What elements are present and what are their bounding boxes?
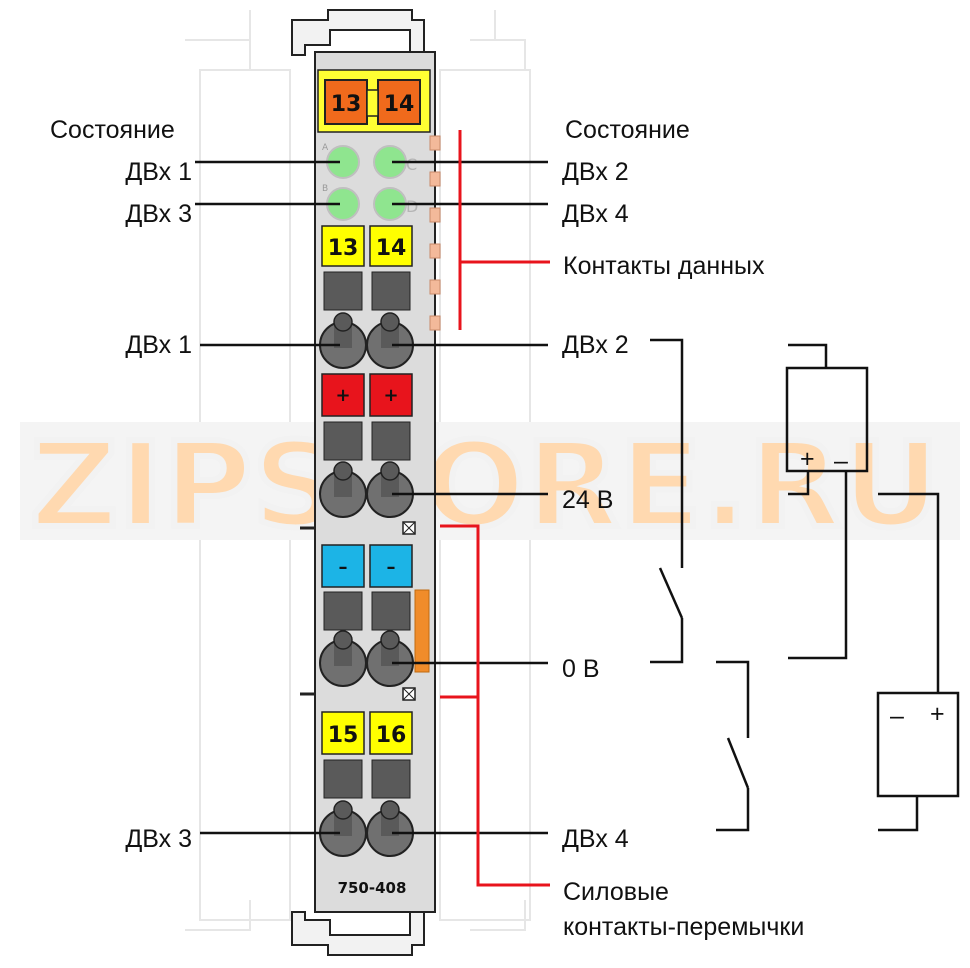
label-din2-led: ДВх 2 <box>562 158 629 186</box>
label-din1-led: ДВх 1 <box>125 158 192 186</box>
label-din2: ДВх 2 <box>562 331 629 359</box>
top-marker-14-label: 14 <box>384 92 415 117</box>
sensor-plus: + <box>800 445 815 473</box>
label-din3: ДВх 3 <box>125 825 192 853</box>
release-button-6[interactable] <box>371 591 411 631</box>
marker-plus-1-label: + <box>335 385 350 406</box>
label-status-right: Состояние <box>565 116 690 144</box>
release-button-4[interactable] <box>371 421 411 461</box>
marker-plus-2-label: + <box>383 385 398 406</box>
labels: Состояние ДВх 1 ДВх 3 Состояние ДВх 2 ДВ… <box>50 116 804 941</box>
marker-13-label: 13 <box>328 236 359 261</box>
label-din1: ДВх 1 <box>125 331 192 359</box>
led-letter-c: C <box>406 155 417 174</box>
label-din4-led: ДВх 4 <box>562 200 629 228</box>
led-letter-d: D <box>406 197 418 216</box>
label-power-line1: Силовые <box>563 878 669 906</box>
release-button-2[interactable] <box>371 271 411 311</box>
release-button-5[interactable] <box>323 591 363 631</box>
watermark-text: ZIPSTORE.RU <box>30 416 940 554</box>
supply-plus: + <box>930 700 945 728</box>
label-power-line2: контакты-перемычки <box>563 913 804 941</box>
marker-minus-2-label: – <box>387 557 396 578</box>
top-clip <box>291 9 425 56</box>
top-marker-13 <box>324 79 368 125</box>
bottom-clip <box>291 911 425 956</box>
marker-minus-2 <box>369 544 413 588</box>
release-button-8[interactable] <box>371 759 411 799</box>
sensor-box <box>785 366 869 473</box>
marker-plus-2 <box>369 373 413 417</box>
data-contact-pads <box>429 135 441 331</box>
marker-16-label: 16 <box>376 723 407 748</box>
red-brackets <box>440 130 550 887</box>
marker-16 <box>369 711 413 755</box>
leader-lines <box>195 160 548 835</box>
marker-minus-1 <box>321 544 365 588</box>
release-button-3[interactable] <box>323 421 363 461</box>
marker-minus-1-label: – <box>339 557 348 578</box>
supply-minus: – <box>890 702 904 730</box>
label-din4: ДВх 4 <box>562 825 629 853</box>
sensor-minus: – <box>834 447 848 475</box>
marker-15 <box>321 711 365 755</box>
label-0v: 0 В <box>562 655 600 683</box>
label-24v: 24 В <box>562 486 613 514</box>
top-marker-14 <box>377 79 421 125</box>
power-jumper-contact <box>414 589 430 673</box>
marker-plus-1 <box>321 373 365 417</box>
label-din3-led: ДВх 3 <box>125 200 192 228</box>
top-marker-13-label: 13 <box>331 92 362 117</box>
marker-14 <box>369 225 413 267</box>
release-button-1[interactable] <box>323 271 363 311</box>
marker-15-label: 15 <box>328 723 359 748</box>
led-letter-a: A <box>322 143 329 153</box>
watermark: ZIPSTORE.RU <box>20 413 960 557</box>
release-button-7[interactable] <box>323 759 363 799</box>
model-number: 750-408 <box>338 879 407 897</box>
label-data-contacts: Контакты данных <box>563 252 765 280</box>
led-letter-b: B <box>322 184 328 194</box>
marker-14-label: 14 <box>376 236 407 261</box>
label-status-left: Состояние <box>50 116 175 144</box>
marker-13 <box>321 225 365 267</box>
io-module: 13 14 A C B D 13 14 <box>291 9 441 956</box>
external-circuit <box>650 338 960 832</box>
